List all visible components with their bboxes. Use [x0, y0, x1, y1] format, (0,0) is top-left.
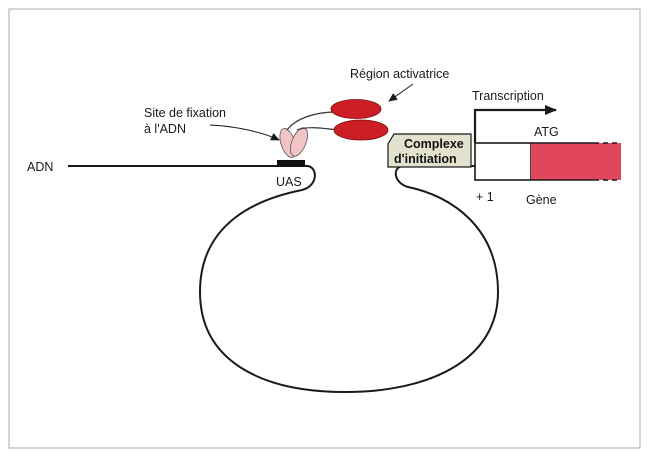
site-label-line2: à l'ADN [144, 122, 186, 136]
uas-bar [277, 160, 305, 167]
gene-label: Gène [526, 193, 557, 207]
initiation-complex-box [387, 133, 472, 168]
uas-label: UAS [276, 175, 302, 189]
gene-coding-region [531, 143, 621, 180]
site-leader-arrow-icon [209, 124, 280, 141]
atg-label: ATG [534, 125, 559, 139]
activation-region-icon [330, 99, 389, 141]
linker-line [286, 111, 339, 131]
transcription-arrow-icon [473, 105, 557, 143]
complex-label-line1: Complexe [404, 137, 464, 151]
transcription-label: Transcription [472, 89, 544, 103]
site-label-line1: Site de fixation [144, 106, 226, 120]
complex-label-line2: d'initiation [394, 152, 457, 166]
dna-loop [198, 165, 500, 394]
region-label: Région activatrice [350, 67, 449, 81]
gene-box-upstream [474, 142, 532, 181]
plus-one-label: + 1 [476, 190, 494, 204]
region-leader-arrow-icon [388, 83, 414, 102]
dna-binding-site-icon [279, 127, 308, 158]
figure-frame [8, 8, 641, 449]
adn-label: ADN [27, 160, 53, 174]
